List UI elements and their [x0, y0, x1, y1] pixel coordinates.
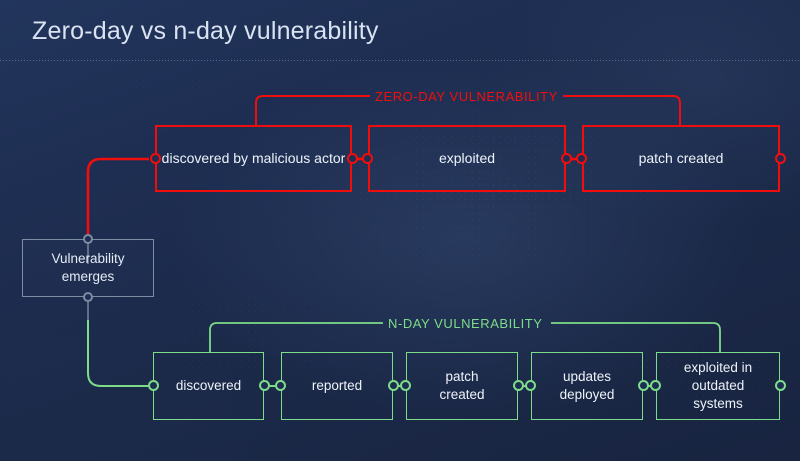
- zero-day-step-1[interactable]: discovered by malicious actor: [155, 125, 352, 192]
- n-day-group-label: N-DAY VULNERABILITY: [388, 316, 543, 331]
- n-day-connector-1-out: [259, 380, 270, 391]
- n-day-step-5-label-line3: systems: [693, 395, 743, 411]
- page-title: Zero-day vs n-day vulnerability: [32, 17, 379, 45]
- start-node-vulnerability-emerges[interactable]: Vulnerability emerges: [22, 239, 154, 297]
- n-day-step-5-label-line2: outdated: [691, 378, 745, 394]
- n-day-step-3[interactable]: patch created: [406, 352, 518, 420]
- zero-day-step-1-label: discovered by malicious actor: [161, 150, 346, 167]
- n-day-step-4-label-line1: updates: [562, 369, 612, 385]
- zero-day-step-3-label: patch created: [638, 150, 724, 167]
- header-divider: [0, 60, 800, 61]
- n-day-connector-5-out: [775, 380, 786, 391]
- zero-day-connector-1-out: [347, 153, 358, 164]
- n-day-step-1-label: discovered: [175, 378, 242, 394]
- n-day-connector-4-out: [638, 380, 649, 391]
- n-day-step-2[interactable]: reported: [281, 352, 393, 420]
- n-day-connector-3-out: [513, 380, 524, 391]
- n-day-connector-in: [148, 380, 159, 391]
- zero-day-connector-2-out: [561, 153, 572, 164]
- zero-day-step-2-label: exploited: [438, 150, 496, 167]
- start-node-label-line1: Vulnerability: [51, 251, 125, 267]
- zero-day-connector-3-in: [576, 153, 587, 164]
- n-day-connector-5-in: [650, 380, 661, 391]
- n-day-step-1[interactable]: discovered: [153, 352, 264, 420]
- n-day-step-3-label-line2: created: [439, 387, 485, 402]
- start-node-label-line2: emerges: [61, 269, 115, 284]
- n-day-step-4-label-line2: deployed: [559, 387, 615, 402]
- n-day-step-2-label: reported: [311, 378, 363, 394]
- zero-day-step-2[interactable]: exploited: [368, 125, 566, 192]
- zero-day-connector-in: [150, 153, 161, 164]
- n-day-connector-2-out: [388, 380, 399, 391]
- start-node-bottom-connector: [83, 292, 93, 302]
- n-day-step-4[interactable]: updates deployed: [531, 352, 643, 420]
- zero-day-group-label: ZERO-DAY VULNERABILITY: [375, 89, 558, 104]
- zero-day-connector-3-out: [775, 153, 786, 164]
- zero-day-step-3[interactable]: patch created: [582, 125, 780, 192]
- zero-day-connector-2-in: [362, 153, 373, 164]
- n-day-step-5[interactable]: exploited in outdated systems: [656, 352, 780, 420]
- n-day-connector-2-in: [275, 380, 286, 391]
- n-day-connector-4-in: [525, 380, 536, 391]
- n-day-step-3-label-line1: patch: [445, 369, 479, 385]
- n-day-connector-3-in: [400, 380, 411, 391]
- start-node-top-connector: [83, 234, 93, 244]
- n-day-step-5-label-line1: exploited in: [683, 360, 753, 376]
